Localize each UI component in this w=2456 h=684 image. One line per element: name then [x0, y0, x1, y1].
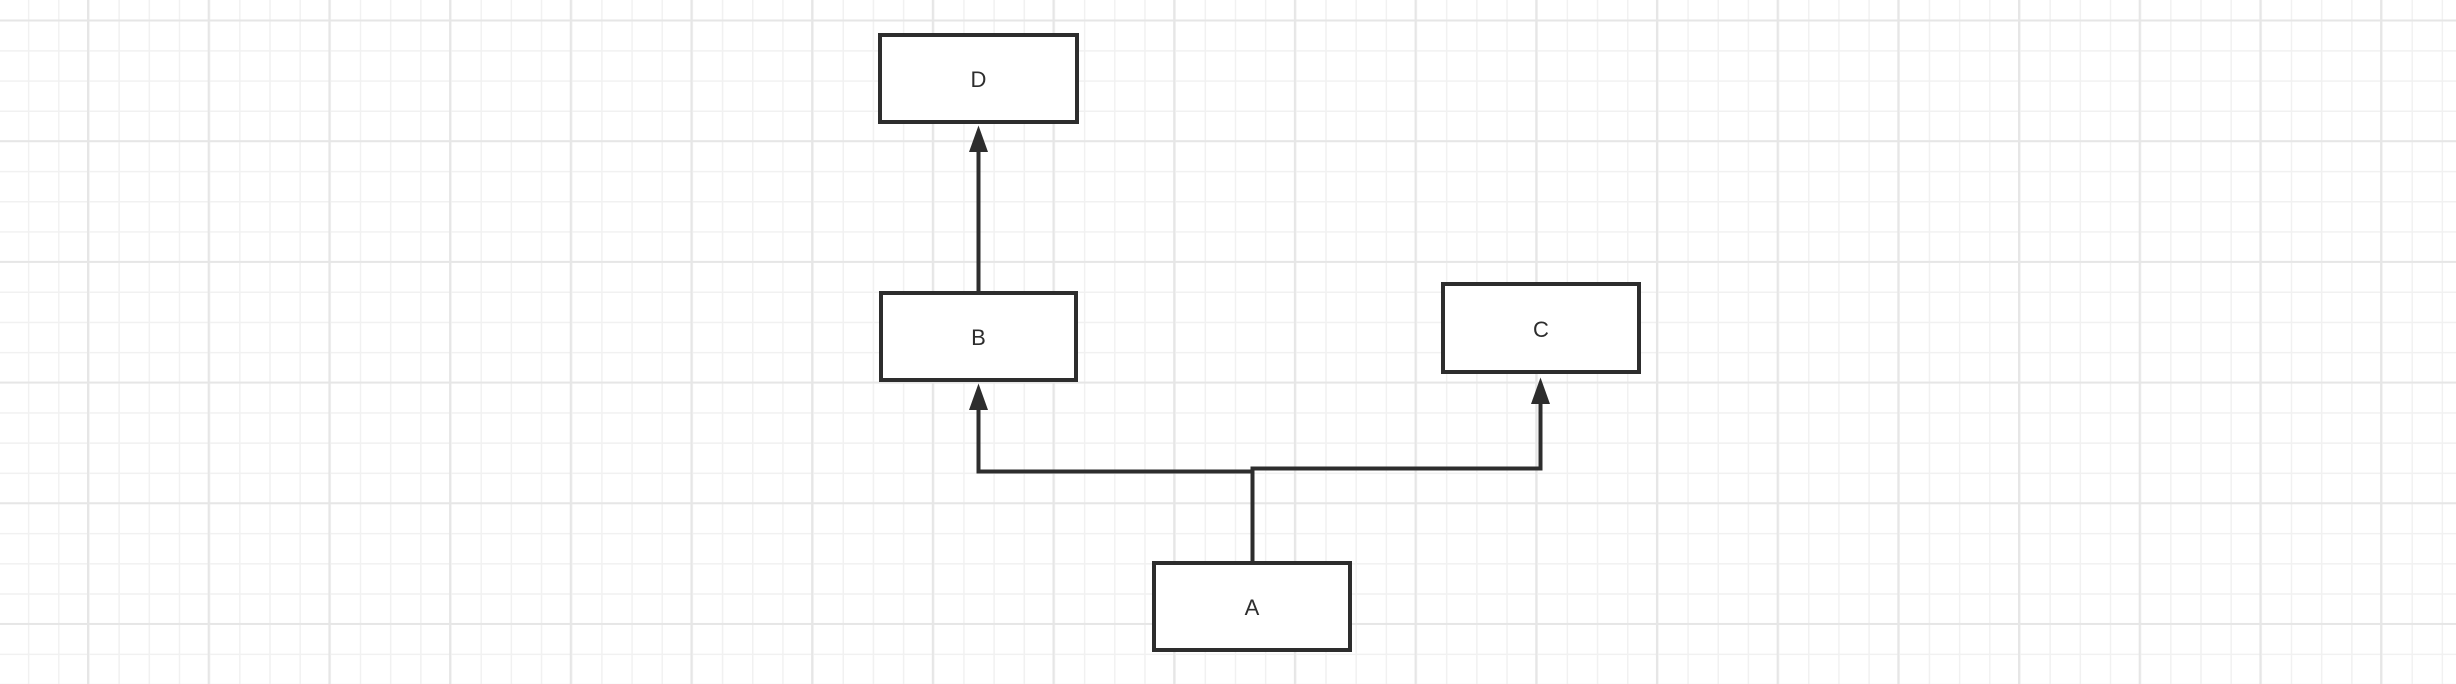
node-c[interactable]: C [1441, 282, 1641, 374]
edge-line[interactable] [976, 409, 1255, 561]
node-a-label: A [1245, 595, 1260, 620]
edge-a-to-c[interactable] [1250, 377, 1551, 562]
node-a[interactable]: A [1152, 561, 1352, 652]
arrowhead [969, 125, 988, 152]
node-d-box[interactable] [878, 33, 1079, 124]
node-a-box[interactable] [1152, 561, 1352, 652]
node-b[interactable]: B [879, 291, 1078, 382]
node-b-label: B [971, 325, 986, 350]
node-d[interactable]: D [878, 33, 1079, 124]
node-b-box[interactable] [879, 291, 1078, 382]
edge-a-to-b[interactable] [969, 383, 1255, 562]
node-c-box[interactable] [1441, 282, 1641, 374]
node-c-label: C [1533, 317, 1549, 342]
arrowhead [969, 383, 988, 410]
edge-b-to-d[interactable] [969, 125, 988, 292]
node-d-label: D [971, 67, 987, 92]
arrowhead [1531, 377, 1550, 404]
edge-line[interactable] [1250, 403, 1543, 561]
